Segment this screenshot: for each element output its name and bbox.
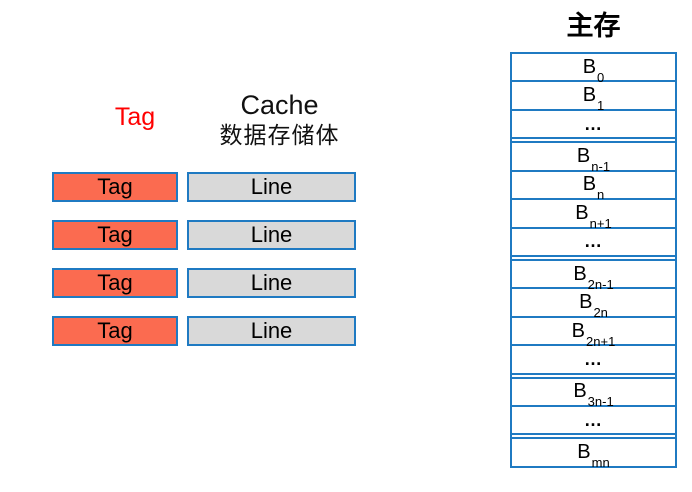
- main-memory-title: 主存: [566, 11, 621, 41]
- memory-block-row: B0: [512, 54, 675, 85]
- cache-heading-line2: 数据存储体: [219, 122, 340, 148]
- block-subscript: 1: [597, 98, 605, 114]
- block-subscript: n+1: [589, 215, 612, 231]
- cache-row: Tag Line: [52, 268, 356, 298]
- line-box: Line: [187, 316, 356, 346]
- memory-block-row: B3n-1: [512, 376, 675, 410]
- memory-block-label: B2n: [579, 291, 608, 321]
- block-subscript: 0: [597, 69, 605, 85]
- block-subscript: 2n+1: [586, 333, 616, 349]
- tag-box: Tag: [52, 172, 178, 202]
- memory-ellipsis-label: …: [584, 231, 603, 252]
- cache-row: Tag Line: [52, 172, 356, 202]
- block-subscript: 3n-1: [587, 394, 614, 410]
- cache-row: Tag Line: [52, 316, 356, 346]
- memory-block-label: Bmn: [577, 441, 610, 471]
- block-subscript: n-1: [591, 158, 611, 174]
- line-box: Line: [187, 268, 356, 298]
- line-box: Line: [187, 172, 356, 202]
- cache-column-heading: Cache 数据存储体: [182, 90, 377, 150]
- block-subscript: n: [597, 187, 605, 203]
- cache-heading-line1: Cache: [240, 90, 319, 120]
- memory-block-label: B2n-1: [573, 262, 614, 292]
- memory-ellipsis-row: …: [512, 346, 675, 375]
- memory-ellipsis-label: …: [584, 409, 603, 430]
- memory-block-row: Bn: [512, 172, 675, 203]
- memory-block-label: Bn-1: [576, 144, 611, 174]
- memory-ellipsis-label: …: [584, 113, 603, 134]
- block-subscript: 2n-1: [587, 276, 614, 292]
- memory-block-label: B1: [582, 84, 605, 114]
- tag-box: Tag: [52, 220, 178, 250]
- memory-ellipsis-row: …: [512, 229, 675, 257]
- memory-block-label: B0: [582, 55, 605, 85]
- tag-column-heading: Tag: [114, 103, 156, 131]
- cache-row: Tag Line: [52, 220, 356, 250]
- memory-block-label: Bn+1: [575, 201, 612, 231]
- memory-block-row: Bn+1: [512, 200, 675, 231]
- memory-block-label: B2n+1: [571, 319, 616, 349]
- memory-block-row: B1: [512, 82, 675, 114]
- memory-block-row: Bn-1: [512, 141, 675, 174]
- memory-block-row: B2n+1: [512, 318, 675, 349]
- memory-block-row: Bmn: [512, 437, 675, 471]
- line-box: Line: [187, 220, 356, 250]
- block-subscript: mn: [591, 455, 610, 471]
- memory-ellipsis-row: …: [512, 111, 675, 140]
- memory-block-row: B2n-1: [512, 258, 675, 292]
- tag-box: Tag: [52, 316, 178, 346]
- memory-ellipsis-row: …: [512, 407, 675, 436]
- memory-block-row: B2n: [512, 289, 675, 321]
- memory-block-label: B3n-1: [573, 380, 614, 410]
- tag-box: Tag: [52, 268, 178, 298]
- memory-ellipsis-label: …: [584, 348, 603, 369]
- block-subscript: 2n: [593, 305, 608, 321]
- memory-block-label: Bn: [582, 173, 605, 203]
